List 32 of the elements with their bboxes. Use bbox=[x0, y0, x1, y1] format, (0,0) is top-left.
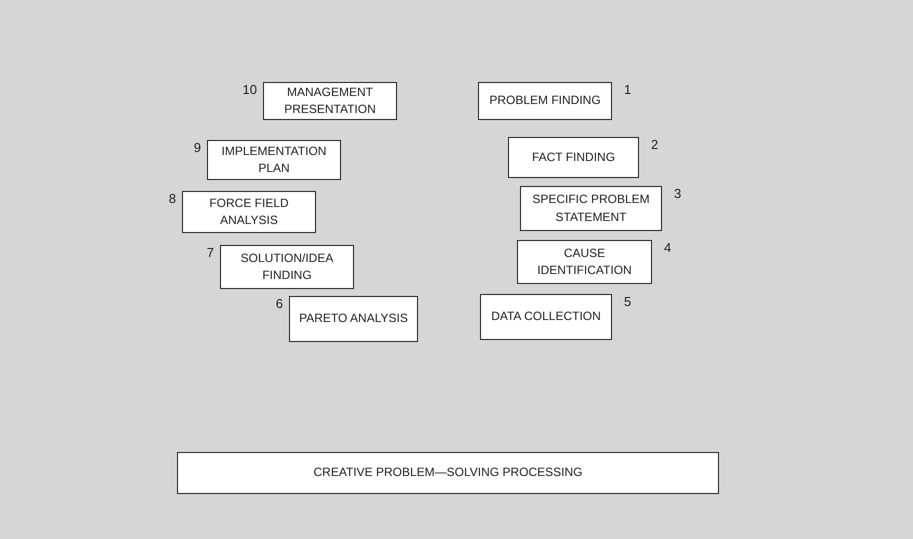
step-number: 4 bbox=[664, 240, 672, 255]
step-number: 10 bbox=[242, 82, 257, 97]
process-box bbox=[207, 140, 341, 180]
box-label: FORCE FIELD ANALYSIS bbox=[208, 194, 290, 229]
step-number: 3 bbox=[674, 186, 682, 201]
process-box bbox=[177, 452, 719, 494]
step-number: 2 bbox=[651, 137, 658, 152]
process-box bbox=[220, 245, 354, 289]
process-box bbox=[289, 296, 418, 342]
process-box bbox=[520, 186, 662, 231]
box-label: FACT FINDING bbox=[532, 148, 616, 166]
step-number: 7 bbox=[206, 245, 214, 260]
box-label: SOLUTION/IDEA FINDING bbox=[240, 250, 334, 284]
step-number: 1 bbox=[624, 82, 632, 97]
step-number: 6 bbox=[276, 296, 283, 311]
process-box bbox=[517, 240, 652, 284]
step-number: 9 bbox=[194, 140, 201, 155]
process-box bbox=[182, 191, 316, 233]
box-label: PARETO ANALYSIS bbox=[299, 310, 408, 328]
step-number: 5 bbox=[624, 294, 632, 309]
process-box bbox=[263, 82, 397, 120]
box-label: DATA COLLECTION bbox=[491, 308, 601, 326]
process-box bbox=[480, 294, 612, 340]
process-box bbox=[478, 82, 612, 120]
box-label: PROBLEM FINDING bbox=[489, 92, 601, 110]
box-label: MANAGEMENT PRESENTATION bbox=[283, 84, 377, 118]
box-label: SPECIFIC PROBLEM STATEMENT bbox=[531, 191, 651, 226]
process-box bbox=[508, 137, 639, 178]
box-label: IMPLEMENTATION PLAN bbox=[220, 142, 328, 177]
step-number: 8 bbox=[168, 191, 176, 206]
box-label: CAUSE IDENTIFICATION bbox=[536, 244, 633, 279]
box-label: CREATIVE PROBLEM—SOLVING PROCESSING bbox=[314, 464, 582, 482]
